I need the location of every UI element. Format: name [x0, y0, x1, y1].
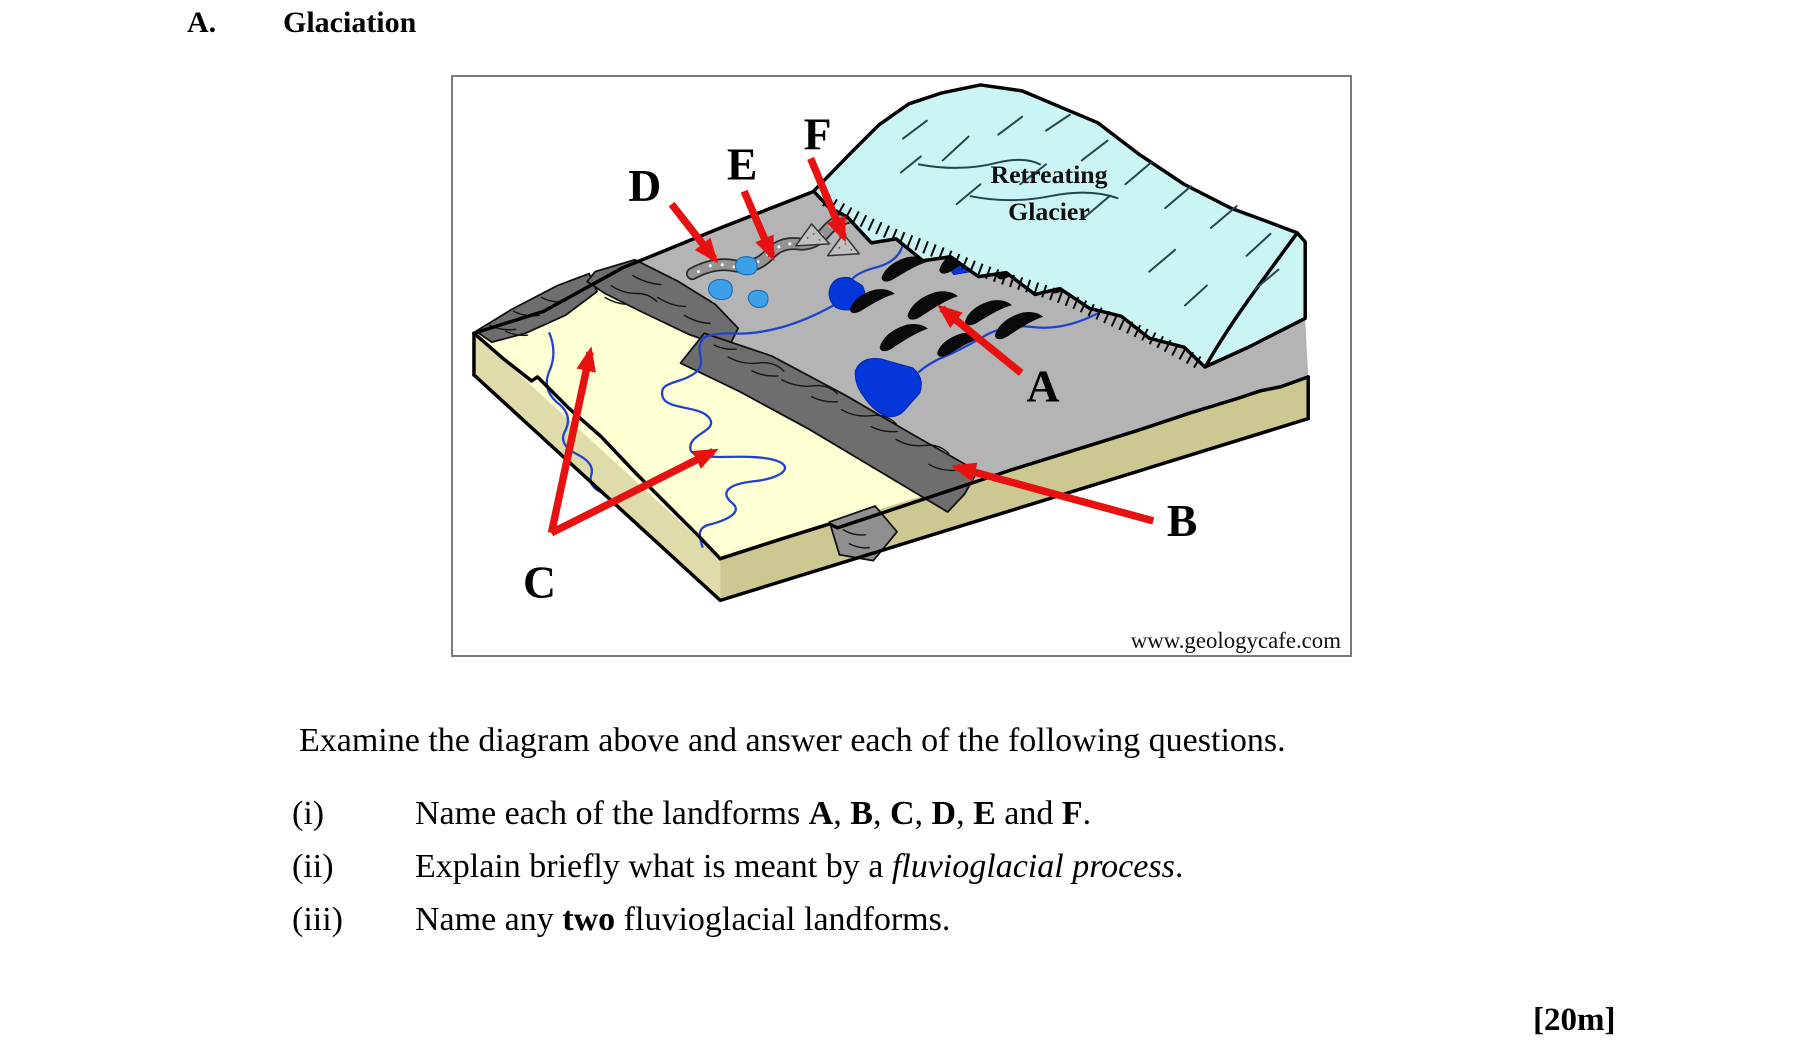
block-front-left-face	[473, 333, 721, 601]
block-outline	[472, 190, 1310, 603]
label-b: B	[1167, 495, 1197, 546]
terminal-moraine	[679, 332, 979, 513]
kettle-ponds	[707, 256, 769, 309]
page-title: Glaciation	[283, 6, 417, 39]
question-iii-number: (iii)	[292, 901, 343, 938]
glaciation-block-diagram: Retreating Glacier	[472, 83, 1341, 653]
question-i: (i) Name each of the landforms A, B, C, D…	[292, 795, 1091, 833]
label-f: F	[804, 108, 832, 159]
section-label: A.	[187, 6, 217, 39]
marks-badge: [20m]	[1533, 1002, 1616, 1038]
arrow-f	[807, 157, 847, 243]
crevasse-lines	[900, 113, 1280, 307]
outwash-plain	[473, 283, 976, 559]
arrow-c2	[549, 448, 719, 537]
retreating-glacier-label-line2: Glacier	[1008, 197, 1090, 226]
question-i-text: Name each of the landforms A, B, C, D, E…	[415, 795, 1092, 832]
arrow-c1	[547, 346, 596, 534]
label-c: C	[523, 556, 556, 607]
arrow-b	[950, 462, 1155, 525]
glacier-right-edge-line	[1204, 231, 1299, 368]
question-ii-text: Explain briefly what is meant by a fluvi…	[415, 848, 1184, 885]
fan-texture-lines	[842, 529, 870, 549]
question-iii: (iii) Name any two fluvioglacial landform…	[292, 901, 950, 939]
moraine-fan	[828, 504, 899, 562]
glacier-shape	[811, 83, 1307, 369]
meandering-river	[660, 336, 787, 548]
instruction-text: Examine the diagram above and answer eac…	[299, 722, 1286, 759]
label-d: D	[628, 160, 661, 211]
annotation-arrows	[547, 157, 1155, 537]
question-ii: (ii) Explain briefly what is meant by a f…	[292, 848, 1183, 886]
retreating-glacier-label-line1: Retreating	[990, 160, 1107, 189]
arrow-a	[937, 304, 1024, 376]
diagram-frame: Retreating Glacier	[451, 75, 1352, 657]
tributary-stream	[545, 332, 603, 494]
left-moraine	[475, 272, 599, 344]
ice-margin-hatching	[822, 194, 1203, 369]
question-ii-number: (ii)	[292, 848, 334, 885]
arrow-e	[740, 189, 776, 262]
glacier: Retreating Glacier	[811, 83, 1307, 369]
question-i-number: (i)	[292, 795, 325, 832]
label-e: E	[727, 138, 757, 189]
question-iii-text: Name any two fluvioglacial landforms.	[415, 901, 951, 938]
label-a: A	[1027, 361, 1060, 412]
attribution-text: www.geologycafe.com	[1131, 628, 1341, 653]
moraine-texture-lines	[489, 274, 956, 472]
arrow-d	[668, 201, 718, 264]
